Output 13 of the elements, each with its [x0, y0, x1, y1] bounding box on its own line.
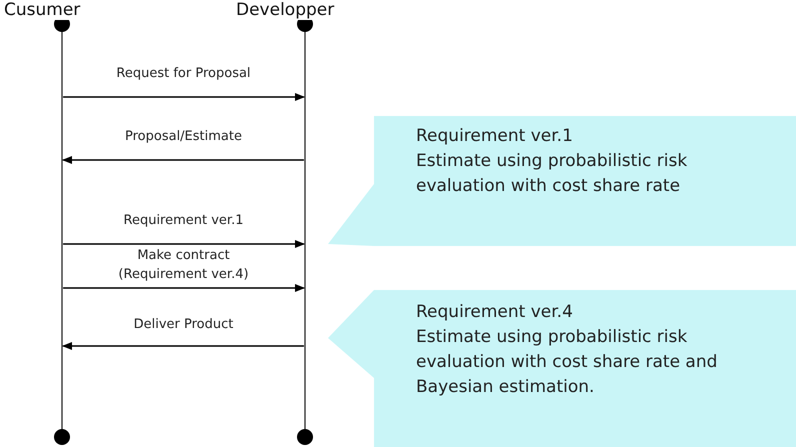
participant-name: Cusumer: [4, 0, 80, 20]
message-arrow: [63, 284, 305, 292]
message-arrow: [62, 342, 304, 350]
callout-text: Estimate using probabilistic risk evaluation with cost share rate and Bayesian estimation.: [416, 326, 718, 399]
callout-text: Estimate using probabilistic risk evaluation with cost share rate: [416, 150, 688, 198]
callout-box: [328, 116, 796, 246]
callout-heading: Requirement ver.1: [416, 125, 574, 148]
message-arrow: [63, 240, 305, 248]
callout-heading: Requirement ver.4: [416, 301, 574, 324]
message-arrow: [63, 93, 305, 101]
participant-name: Developper: [236, 0, 334, 20]
callout-box: [328, 290, 796, 447]
message-arrow: [62, 156, 304, 164]
